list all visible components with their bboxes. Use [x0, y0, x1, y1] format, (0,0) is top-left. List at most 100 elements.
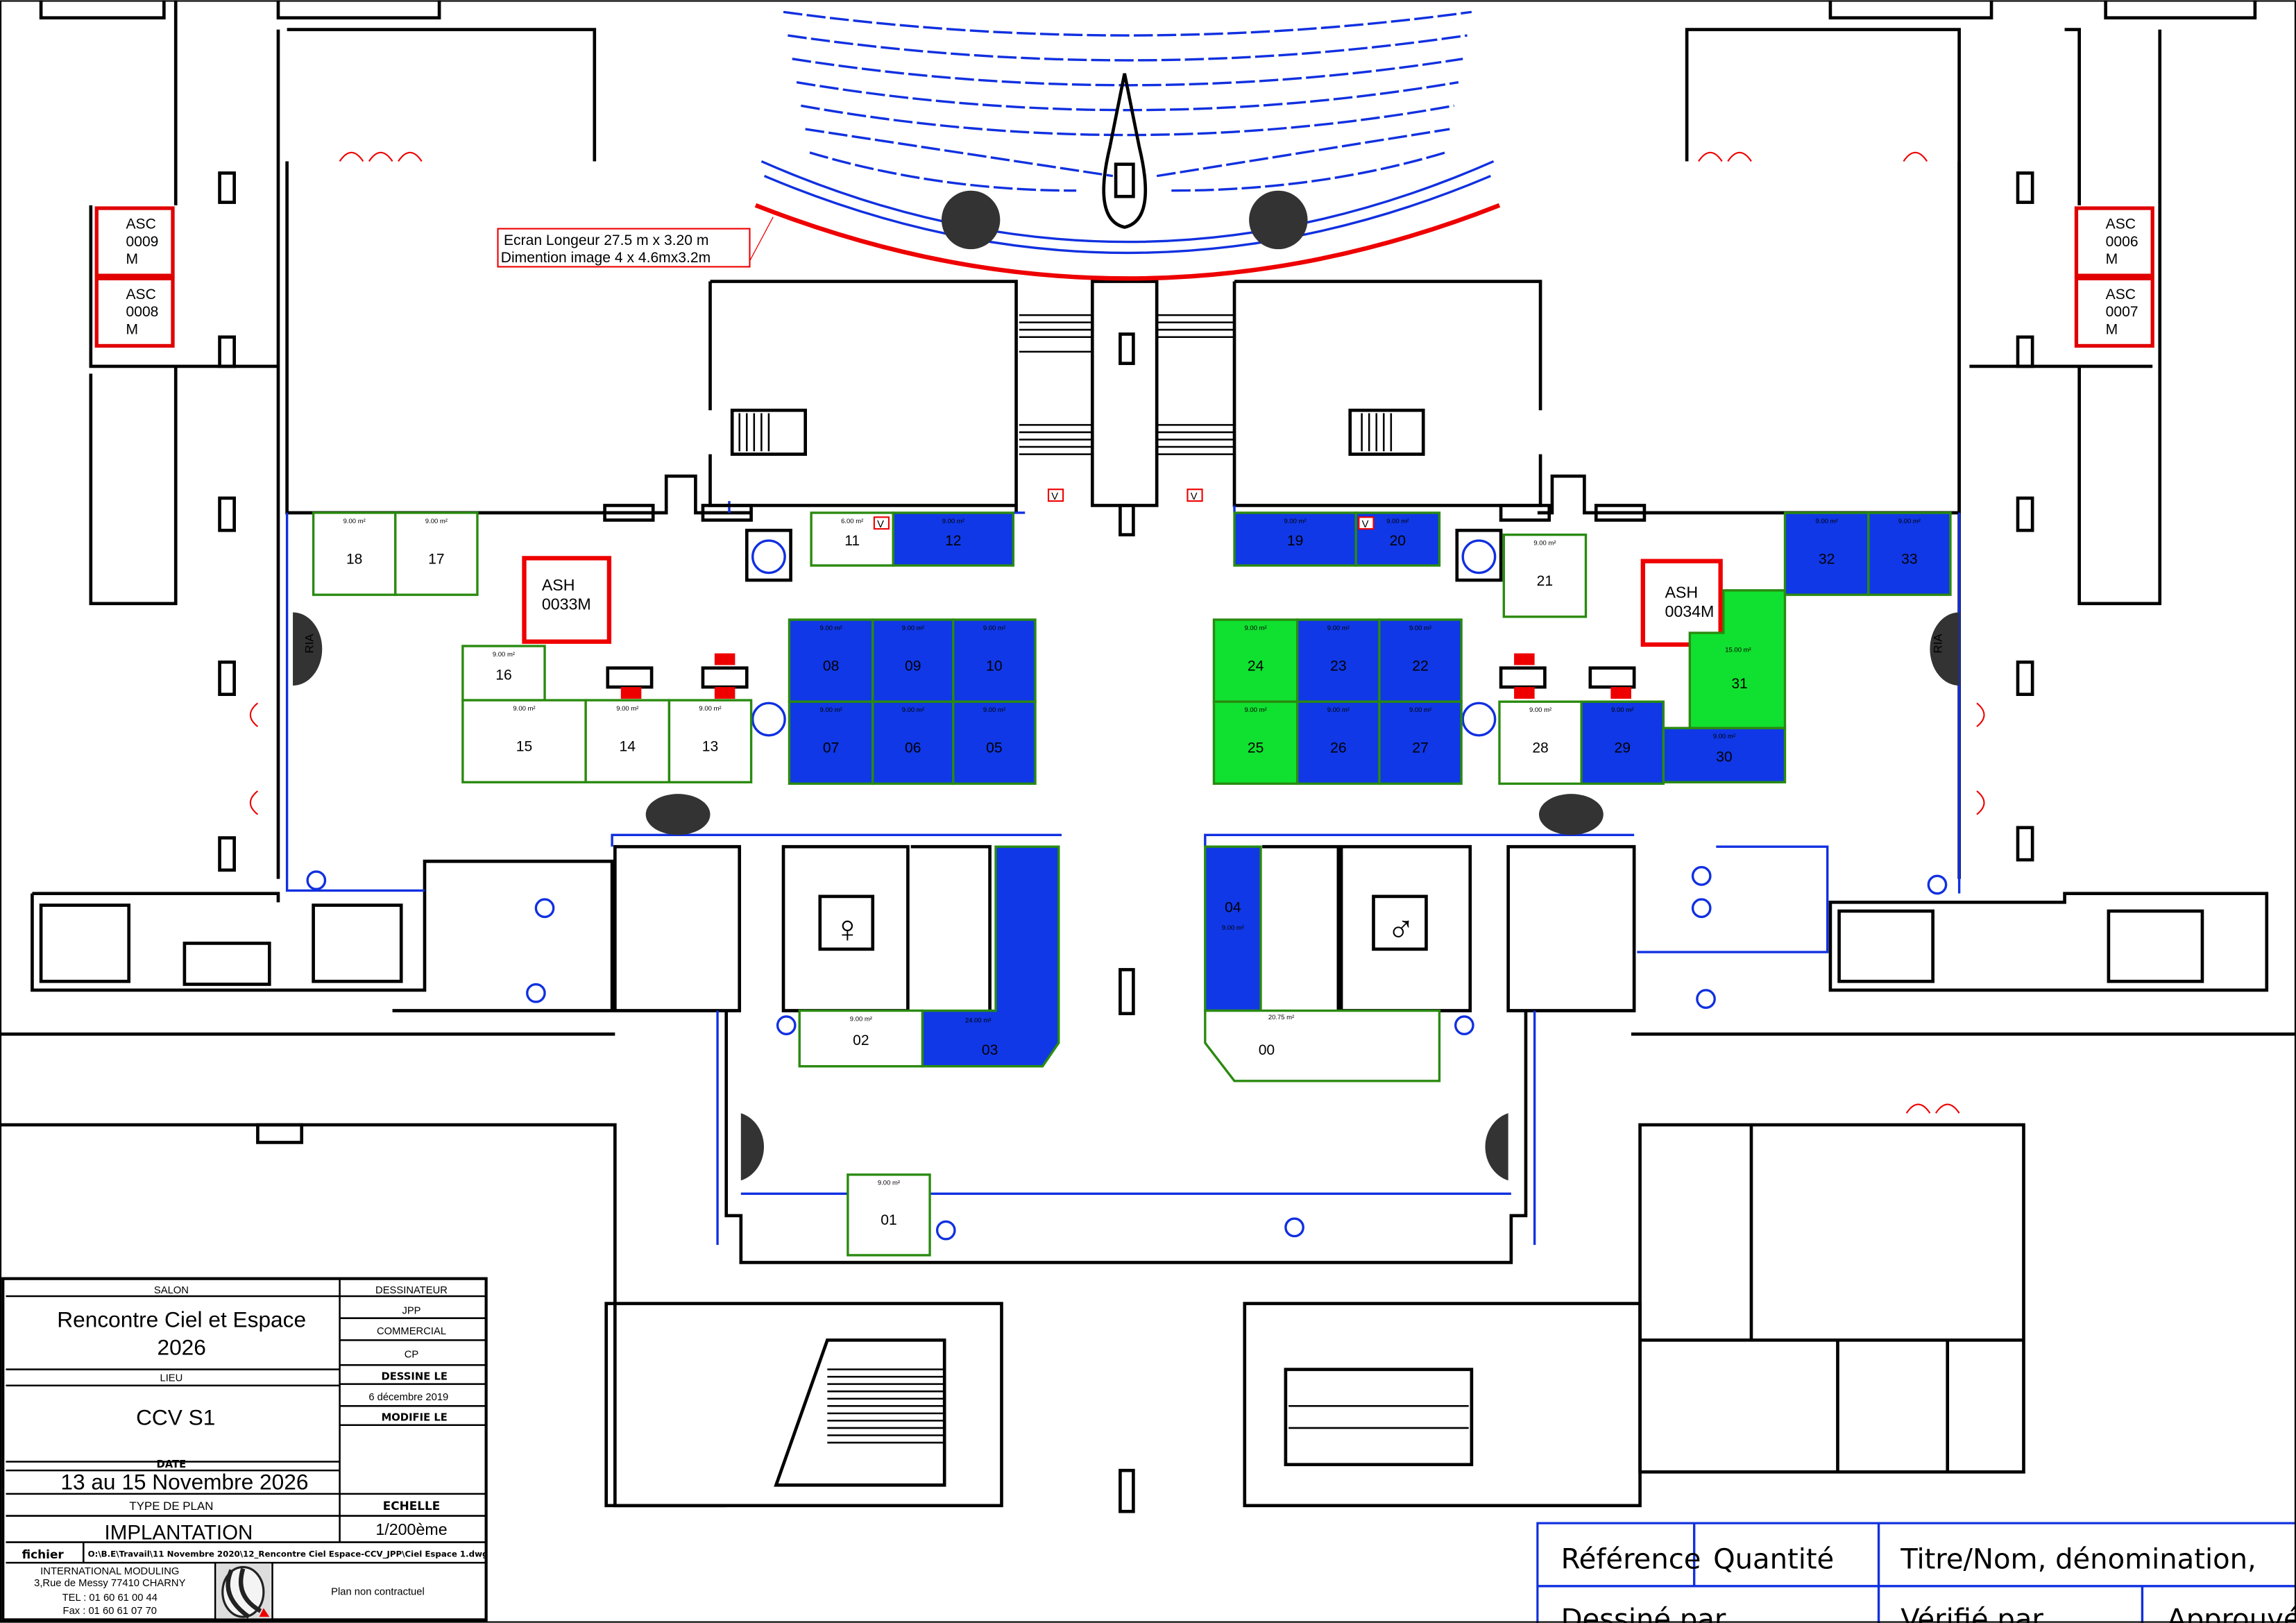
booth-shape[interactable]: [871, 700, 955, 785]
booth-area: 9.00 m²: [1533, 539, 1556, 547]
booth-shape[interactable]: [461, 645, 546, 702]
booth-shape[interactable]: [952, 700, 1037, 785]
booth-shape[interactable]: [667, 699, 753, 783]
booth-02[interactable]: 029.00 m²: [798, 1009, 924, 1068]
booth-25[interactable]: 259.00 m²: [1212, 700, 1299, 785]
booth-24[interactable]: 249.00 m²: [1212, 618, 1299, 703]
booth-10[interactable]: 109.00 m²: [952, 618, 1037, 703]
commercial-value: CP: [405, 1350, 419, 1361]
booth-shape[interactable]: [921, 845, 1060, 1068]
booth-shape[interactable]: [1204, 845, 1262, 1012]
booth-shape[interactable]: [1233, 511, 1357, 567]
company-logo: [216, 1564, 271, 1619]
booth-shape[interactable]: [1296, 618, 1381, 703]
booth-07[interactable]: 079.00 m²: [788, 700, 874, 785]
booth-shape[interactable]: [1378, 700, 1463, 785]
booth-32[interactable]: 329.00 m²: [1783, 511, 1870, 596]
stage-aisle: [1102, 73, 1148, 229]
booth-30[interactable]: 309.00 m²: [1662, 726, 1787, 783]
date-label: DATE: [157, 1459, 187, 1470]
booth-shape[interactable]: [847, 1173, 931, 1257]
booth-area: 9.00 m²: [820, 624, 842, 632]
booth-17[interactable]: 179.00 m²: [394, 511, 479, 596]
type-label: TYPE DE PLAN: [129, 1499, 213, 1513]
booth-29[interactable]: 299.00 m²: [1580, 700, 1665, 785]
elevator-label: ASC: [126, 216, 155, 232]
booth-shape[interactable]: [1502, 533, 1588, 618]
booth-33[interactable]: 339.00 m²: [1867, 511, 1952, 596]
company-tel: TEL : 01 60 61 00 44: [62, 1592, 158, 1604]
booth-shape[interactable]: [1867, 511, 1952, 596]
booth-01[interactable]: 019.00 m²: [847, 1173, 931, 1257]
booth-shape[interactable]: [1498, 700, 1583, 785]
booth-11[interactable]: 116.00 m²: [810, 511, 894, 567]
booth-number: 21: [1537, 573, 1553, 589]
booth-shape[interactable]: [312, 511, 397, 596]
elevator-label: ASC: [2106, 287, 2136, 303]
booth-number: 26: [1330, 740, 1346, 756]
booth-27[interactable]: 279.00 m²: [1378, 700, 1463, 785]
booth-28[interactable]: 28 9.00 m²: [1498, 700, 1583, 785]
booth-number: 14: [620, 738, 636, 754]
lieu-value: CCV S1: [136, 1405, 215, 1430]
booth-number: 25: [1248, 740, 1264, 756]
booth-22[interactable]: 229.00 m²: [1378, 618, 1463, 703]
vent-marker-label: V: [1051, 491, 1058, 502]
booth-shape[interactable]: [1378, 618, 1463, 703]
booth-19[interactable]: 199.00 m²: [1233, 511, 1357, 567]
booth-06[interactable]: 069.00 m²: [871, 700, 955, 785]
salon-label: SALON: [154, 1285, 189, 1296]
echelle-label: ECHELLE: [383, 1499, 441, 1513]
booth-16[interactable]: 169.00 m²: [461, 645, 546, 702]
elevator-shape: [2074, 206, 2154, 278]
booth-area: 9.00 m²: [1409, 624, 1431, 632]
booth-13[interactable]: 139.00 m²: [667, 699, 753, 783]
booth-number: 17: [428, 551, 444, 567]
booth-number: 28: [1532, 740, 1548, 756]
booth-shape[interactable]: [892, 511, 1015, 567]
booth-shape[interactable]: [798, 1009, 924, 1068]
booth-shape[interactable]: [1204, 1009, 1441, 1082]
elevator-label: M: [2106, 251, 2118, 267]
booth-shape[interactable]: [1296, 700, 1381, 785]
booth-05[interactable]: 059.00 m²: [952, 700, 1037, 785]
screen-note-line1: Ecran Longeur 27.5 m x 3.20 m: [504, 232, 708, 248]
booth-shape[interactable]: [952, 618, 1037, 703]
booth-26[interactable]: 26 9.00 m²: [1296, 700, 1381, 785]
booth-area: 9.00 m²: [1327, 706, 1350, 714]
booth-04[interactable]: 049.00 m²: [1204, 845, 1262, 1012]
ria-label: RIA: [303, 634, 316, 654]
booth-shape[interactable]: [461, 699, 587, 783]
elevator-shape: [94, 206, 175, 278]
booth-area: 9.00 m²: [1222, 924, 1244, 932]
booth-shape[interactable]: [1783, 511, 1870, 596]
quantite-header: Quantité: [1713, 1544, 1834, 1576]
booth-area: 15.00 m²: [1725, 646, 1751, 654]
booth-shape[interactable]: [1212, 618, 1299, 703]
booth-21[interactable]: 21 9.00 m²: [1502, 533, 1588, 618]
booth-15[interactable]: 159.00 m²: [461, 699, 587, 783]
booth-18[interactable]: 189.00 m²: [312, 511, 397, 596]
dessine-le-value: 6 décembre 2019: [368, 1392, 448, 1403]
booth-23[interactable]: 239.00 m²: [1296, 618, 1381, 703]
commercial-label: COMMERCIAL: [377, 1326, 446, 1337]
company-name: INTERNATIONAL MODULING: [40, 1566, 179, 1577]
fichier-path: O:\B.E\Travail\11 Novembre 2020\12_Renco…: [88, 1549, 488, 1560]
booth-area: 9.00 m²: [1284, 518, 1307, 525]
booth-shape[interactable]: [1580, 700, 1665, 785]
ria-label: RIA: [1931, 634, 1944, 654]
booth-shape[interactable]: [584, 699, 671, 783]
booth-12[interactable]: 129.00 m²: [892, 511, 1015, 567]
elevator-shape: [2074, 276, 2154, 348]
booth-14[interactable]: 149.00 m²: [584, 699, 671, 783]
ash-0034m: ASH 0034M: [1640, 559, 1723, 647]
booth-08[interactable]: 089.00 m²: [788, 618, 874, 703]
booth-shape[interactable]: [394, 511, 479, 596]
booth-area: 9.00 m²: [1529, 706, 1551, 714]
booth-area: 9.00 m²: [513, 705, 535, 713]
booth-09[interactable]: 099.00 m²: [871, 618, 955, 703]
